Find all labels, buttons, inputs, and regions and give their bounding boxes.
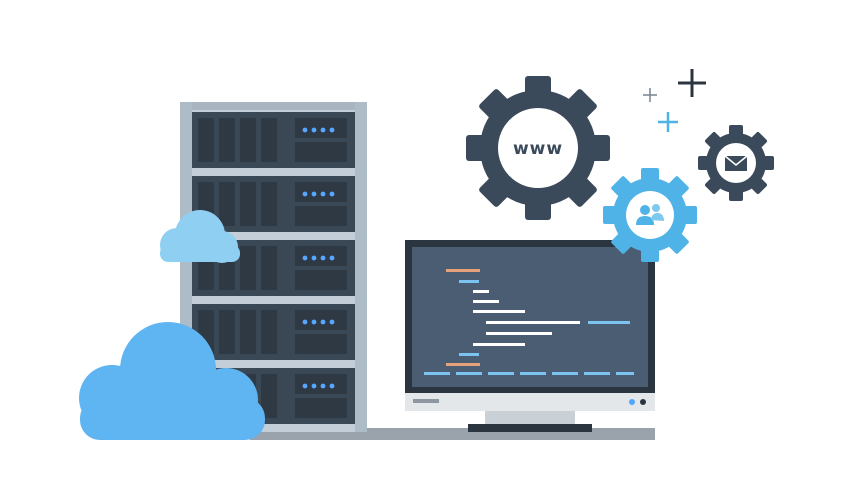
globe-www-gear-icon: www	[466, 76, 610, 220]
server-unit	[192, 176, 355, 232]
monitor-stand	[485, 411, 575, 424]
plus-icon	[643, 88, 657, 102]
server-rack	[180, 102, 367, 432]
status-led	[302, 191, 308, 197]
server-unit	[192, 304, 355, 360]
monitor	[405, 240, 655, 432]
plus-icon	[678, 69, 706, 97]
code-lines	[424, 269, 634, 375]
gear-label-www: www	[513, 139, 563, 159]
server-unit	[192, 112, 355, 168]
status-led	[302, 319, 308, 325]
cloud-icon	[79, 322, 265, 440]
server-unit	[192, 240, 355, 296]
cloud-icon	[160, 210, 240, 263]
power-led	[629, 399, 635, 405]
envelope-gear-icon	[698, 125, 774, 201]
plus-icon	[658, 112, 678, 132]
status-led	[302, 127, 308, 133]
users-gear-icon	[603, 168, 697, 262]
status-led	[302, 383, 308, 389]
status-led	[302, 255, 308, 261]
